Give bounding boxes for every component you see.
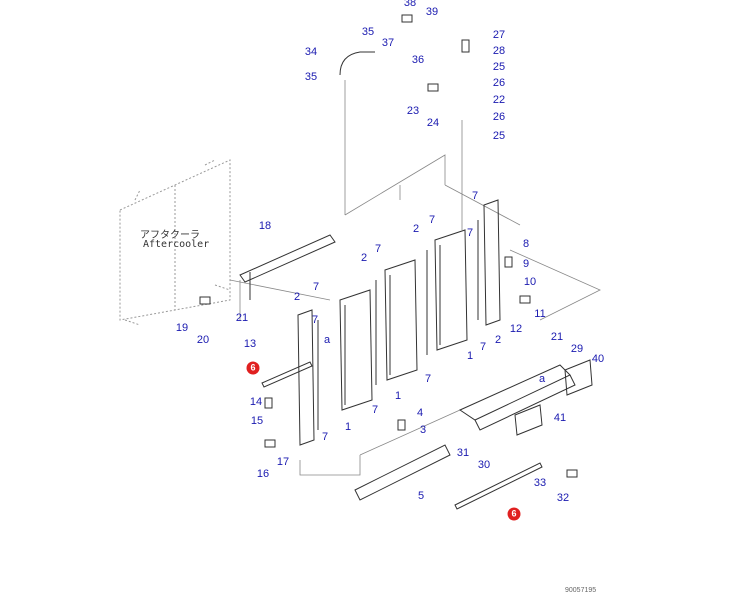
callout-6-highlight[interactable]: 6 <box>507 507 521 521</box>
callout-label[interactable]: 17 <box>276 456 290 468</box>
callout-label[interactable]: 24 <box>426 117 440 129</box>
callout-label[interactable]: 2 <box>494 334 502 346</box>
callout-label[interactable]: a <box>538 373 546 385</box>
callout-label[interactable]: 7 <box>374 243 382 255</box>
callout-label[interactable]: 5 <box>417 490 425 502</box>
hose-34 <box>339 51 375 76</box>
callout-label[interactable]: 1 <box>466 350 474 362</box>
callout-label[interactable]: 7 <box>311 314 319 326</box>
side-bracket-8 <box>483 199 501 326</box>
callout-label[interactable]: 22 <box>492 94 506 106</box>
callout-label[interactable]: 26 <box>492 77 506 89</box>
side-bracket-13 <box>297 309 319 446</box>
callout-label[interactable]: 18 <box>258 220 272 232</box>
callout-label[interactable]: 21 <box>550 331 564 343</box>
callout-label[interactable]: 16 <box>256 468 270 480</box>
callout-label[interactable]: 7 <box>466 227 474 239</box>
callout-label[interactable]: 39 <box>425 6 439 18</box>
callout-label[interactable]: 28 <box>492 45 506 57</box>
callout-label[interactable]: 26 <box>492 111 506 123</box>
callout-label[interactable]: 13 <box>243 338 257 350</box>
callout-label[interactable]: 20 <box>196 334 210 346</box>
rods <box>375 220 479 385</box>
plate-40 <box>564 359 593 396</box>
callout-label[interactable]: 12 <box>509 323 523 335</box>
plate-41 <box>514 404 543 436</box>
callout-label[interactable]: 37 <box>381 37 395 49</box>
callout-label[interactable]: a <box>323 334 331 346</box>
callout-label[interactable]: 7 <box>428 214 436 226</box>
reference-number: 90057195 <box>565 587 597 594</box>
bottom-plate-5 <box>354 444 451 501</box>
callout-label[interactable]: 7 <box>371 404 379 416</box>
bracket-21 <box>458 364 576 431</box>
callout-label[interactable]: 7 <box>312 281 320 293</box>
aftercooler-label-en: Aftercooler <box>143 239 210 250</box>
callout-label[interactable]: 31 <box>456 447 470 459</box>
callout-label[interactable]: 41 <box>553 412 567 424</box>
callout-label[interactable]: 4 <box>416 407 424 419</box>
callout-label[interactable]: 2 <box>412 223 420 235</box>
callout-label[interactable]: 9 <box>522 258 530 270</box>
callout-label[interactable]: 10 <box>523 276 537 288</box>
callout-label[interactable]: 30 <box>477 459 491 471</box>
callout-label[interactable]: 32 <box>556 492 570 504</box>
callout-label[interactable]: 1 <box>394 390 402 402</box>
callout-label[interactable]: 27 <box>492 29 506 41</box>
callout-label[interactable]: 38 <box>403 0 417 9</box>
callout-label[interactable]: 15 <box>250 415 264 427</box>
callout-label[interactable]: 35 <box>304 71 318 83</box>
callout-label[interactable]: 11 <box>534 308 546 320</box>
bar-18 <box>239 234 336 300</box>
callout-label[interactable]: 33 <box>533 477 547 489</box>
callout-label[interactable]: 25 <box>492 130 506 142</box>
callout-label[interactable]: 21 <box>235 312 249 324</box>
guide-lines <box>229 80 601 476</box>
bolts <box>199 14 578 478</box>
callout-label[interactable]: 8 <box>522 238 530 250</box>
aftercooler-ghost <box>119 159 231 326</box>
callout-label[interactable]: 14 <box>249 396 263 408</box>
strip-6 <box>261 361 543 510</box>
callout-label[interactable]: 7 <box>479 341 487 353</box>
callout-label[interactable]: 35 <box>361 26 375 38</box>
core-left <box>339 289 373 411</box>
callout-label[interactable]: 23 <box>406 105 420 117</box>
callout-label[interactable]: 7 <box>471 190 479 202</box>
callout-label[interactable]: 2 <box>360 252 368 264</box>
callout-label[interactable]: 29 <box>570 343 584 355</box>
callout-label[interactable]: 40 <box>591 353 605 365</box>
callout-label[interactable]: 7 <box>424 373 432 385</box>
callout-label[interactable]: 34 <box>304 46 318 58</box>
callout-label[interactable]: 1 <box>344 421 352 433</box>
callout-6-highlight[interactable]: 6 <box>246 361 260 375</box>
callout-label[interactable]: 3 <box>419 424 427 436</box>
callout-label[interactable]: 25 <box>492 61 506 73</box>
callout-label[interactable]: 2 <box>293 291 301 303</box>
core-right <box>434 229 468 351</box>
callout-label[interactable]: 36 <box>411 54 425 66</box>
aftercooler-label-jp: アフタクーラ <box>140 230 200 241</box>
core-mid <box>384 259 418 381</box>
callout-label[interactable]: 19 <box>175 322 189 334</box>
callout-label[interactable]: 7 <box>321 431 329 443</box>
